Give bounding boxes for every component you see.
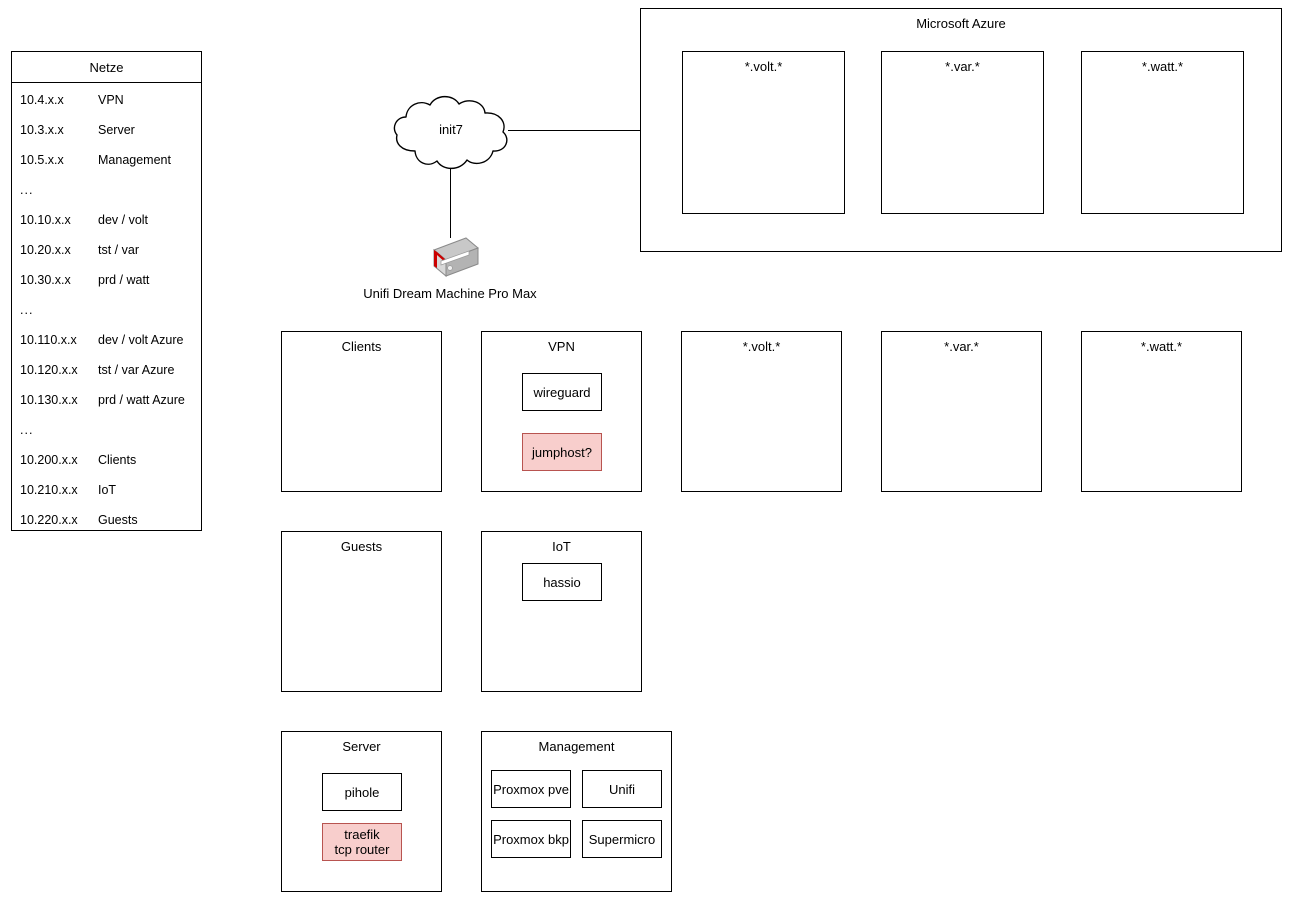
table-row: 10.20.x.x tst / var	[12, 235, 201, 265]
router-label: Unifi Dream Machine Pro Max	[363, 286, 537, 301]
cloud-label: init7	[439, 122, 463, 137]
netze-cidr: 10.120.x.x	[20, 363, 78, 377]
netze-name: IoT	[98, 483, 117, 497]
zone-vpn: VPN wireguard jumphost?	[481, 331, 642, 492]
zone-clients-title: Clients	[341, 339, 382, 354]
router-device	[420, 236, 480, 281]
node-jumphost[interactable]: jumphost?	[522, 433, 602, 471]
netze-table-title: Netze	[12, 52, 201, 83]
netze-cidr: 10.3.x.x	[20, 123, 64, 137]
table-row: 10.30.x.x prd / watt	[12, 265, 201, 295]
node-hassio[interactable]: hassio	[522, 563, 602, 601]
node-supermicro[interactable]: Supermicro	[582, 820, 662, 858]
azure-container: Microsoft Azure *.volt.* *.var.* *.watt.…	[640, 8, 1282, 252]
netze-cidr: ...	[20, 183, 34, 197]
azure-env-volt-title: *.volt.*	[744, 59, 783, 74]
zone-clients: Clients	[281, 331, 442, 492]
table-row: 10.210.x.x IoT	[12, 475, 201, 505]
netze-cidr: 10.130.x.x	[20, 393, 78, 407]
zone-onprem-watt-title: *.watt.*	[1140, 339, 1183, 354]
node-pihole[interactable]: pihole	[322, 773, 402, 811]
table-row: 10.3.x.x Server	[12, 115, 201, 145]
netze-cidr: 10.10.x.x	[20, 213, 71, 227]
zone-server-title: Server	[342, 739, 381, 754]
azure-env-watt-title: *.watt.*	[1141, 59, 1184, 74]
netze-cidr: ...	[20, 303, 34, 317]
node-unifi[interactable]: Unifi	[582, 770, 662, 808]
netze-cidr: 10.200.x.x	[20, 453, 78, 467]
netze-cidr: 10.110.x.x	[20, 333, 77, 347]
azure-env-watt: *.watt.*	[1081, 51, 1244, 214]
azure-env-var-title: *.var.*	[945, 59, 980, 74]
netze-cidr: 10.30.x.x	[20, 273, 71, 287]
zone-vpn-title: VPN	[548, 339, 575, 354]
zone-iot: IoT hassio	[481, 531, 642, 692]
netze-name: dev / volt	[98, 213, 149, 227]
zone-guests-title: Guests	[340, 539, 383, 554]
zone-iot-title: IoT	[552, 539, 571, 554]
azure-title: Microsoft Azure	[916, 16, 1006, 31]
netze-name: dev / volt Azure	[98, 333, 184, 347]
table-row: 10.130.x.x prd / watt Azure	[12, 385, 201, 415]
node-proxmox-pve[interactable]: Proxmox pve	[491, 770, 571, 808]
table-row: 10.220.x.x Guests	[12, 505, 201, 535]
node-traefik-tcp-router[interactable]: traefik tcp router	[322, 823, 402, 861]
netze-table: Netze 10.4.x.x VPN 10.3.x.x Server 10.5.…	[11, 51, 202, 531]
netze-name: tst / var	[98, 243, 139, 257]
netze-cidr: ...	[20, 423, 34, 437]
zone-guests: Guests	[281, 531, 442, 692]
netze-cidr: 10.4.x.x	[20, 93, 64, 107]
netze-name: Management	[98, 153, 171, 167]
table-row: ...	[12, 175, 201, 205]
table-row: 10.10.x.x dev / volt	[12, 205, 201, 235]
zone-onprem-volt-title: *.volt.*	[742, 339, 781, 354]
netze-table-body: 10.4.x.x VPN 10.3.x.x Server 10.5.x.x Ma…	[12, 83, 201, 535]
node-proxmox-bkp[interactable]: Proxmox bkp	[491, 820, 571, 858]
azure-env-volt: *.volt.*	[682, 51, 845, 214]
table-row: ...	[12, 415, 201, 445]
connector-cloud-to-azure	[508, 130, 641, 132]
table-row: ...	[12, 295, 201, 325]
netze-cidr: 10.20.x.x	[20, 243, 71, 257]
table-row: 10.120.x.x tst / var Azure	[12, 355, 201, 385]
zone-management: Management Proxmox pve Unifi Proxmox bkp…	[481, 731, 672, 892]
netze-cidr: 10.220.x.x	[20, 513, 78, 527]
netze-name: Server	[98, 123, 135, 137]
azure-env-var: *.var.*	[881, 51, 1044, 214]
netze-name: Guests	[98, 513, 138, 527]
netze-cidr: 10.210.x.x	[20, 483, 78, 497]
netze-cidr: 10.5.x.x	[20, 153, 64, 167]
cloud-icon	[393, 95, 508, 170]
table-row: 10.110.x.x dev / volt Azure	[12, 325, 201, 355]
internet-cloud: init7	[389, 95, 513, 171]
table-row: 10.200.x.x Clients	[12, 445, 201, 475]
connector-cloud-to-router	[450, 168, 452, 238]
node-wireguard[interactable]: wireguard	[522, 373, 602, 411]
zone-onprem-watt: *.watt.*	[1081, 331, 1242, 492]
netze-name: prd / watt	[98, 273, 150, 287]
table-row: 10.5.x.x Management	[12, 145, 201, 175]
netze-name: VPN	[98, 93, 124, 107]
zone-onprem-volt: *.volt.*	[681, 331, 842, 492]
zone-management-title: Management	[538, 739, 615, 754]
router-icon	[433, 237, 479, 278]
table-row: 10.4.x.x VPN	[12, 85, 201, 115]
zone-onprem-var: *.var.*	[881, 331, 1042, 492]
zone-onprem-var-title: *.var.*	[944, 339, 979, 354]
zone-server: Server pihole traefik tcp router	[281, 731, 442, 892]
netze-name: Clients	[98, 453, 137, 467]
netze-name: prd / watt Azure	[98, 393, 185, 407]
netze-name: tst / var Azure	[98, 363, 175, 377]
